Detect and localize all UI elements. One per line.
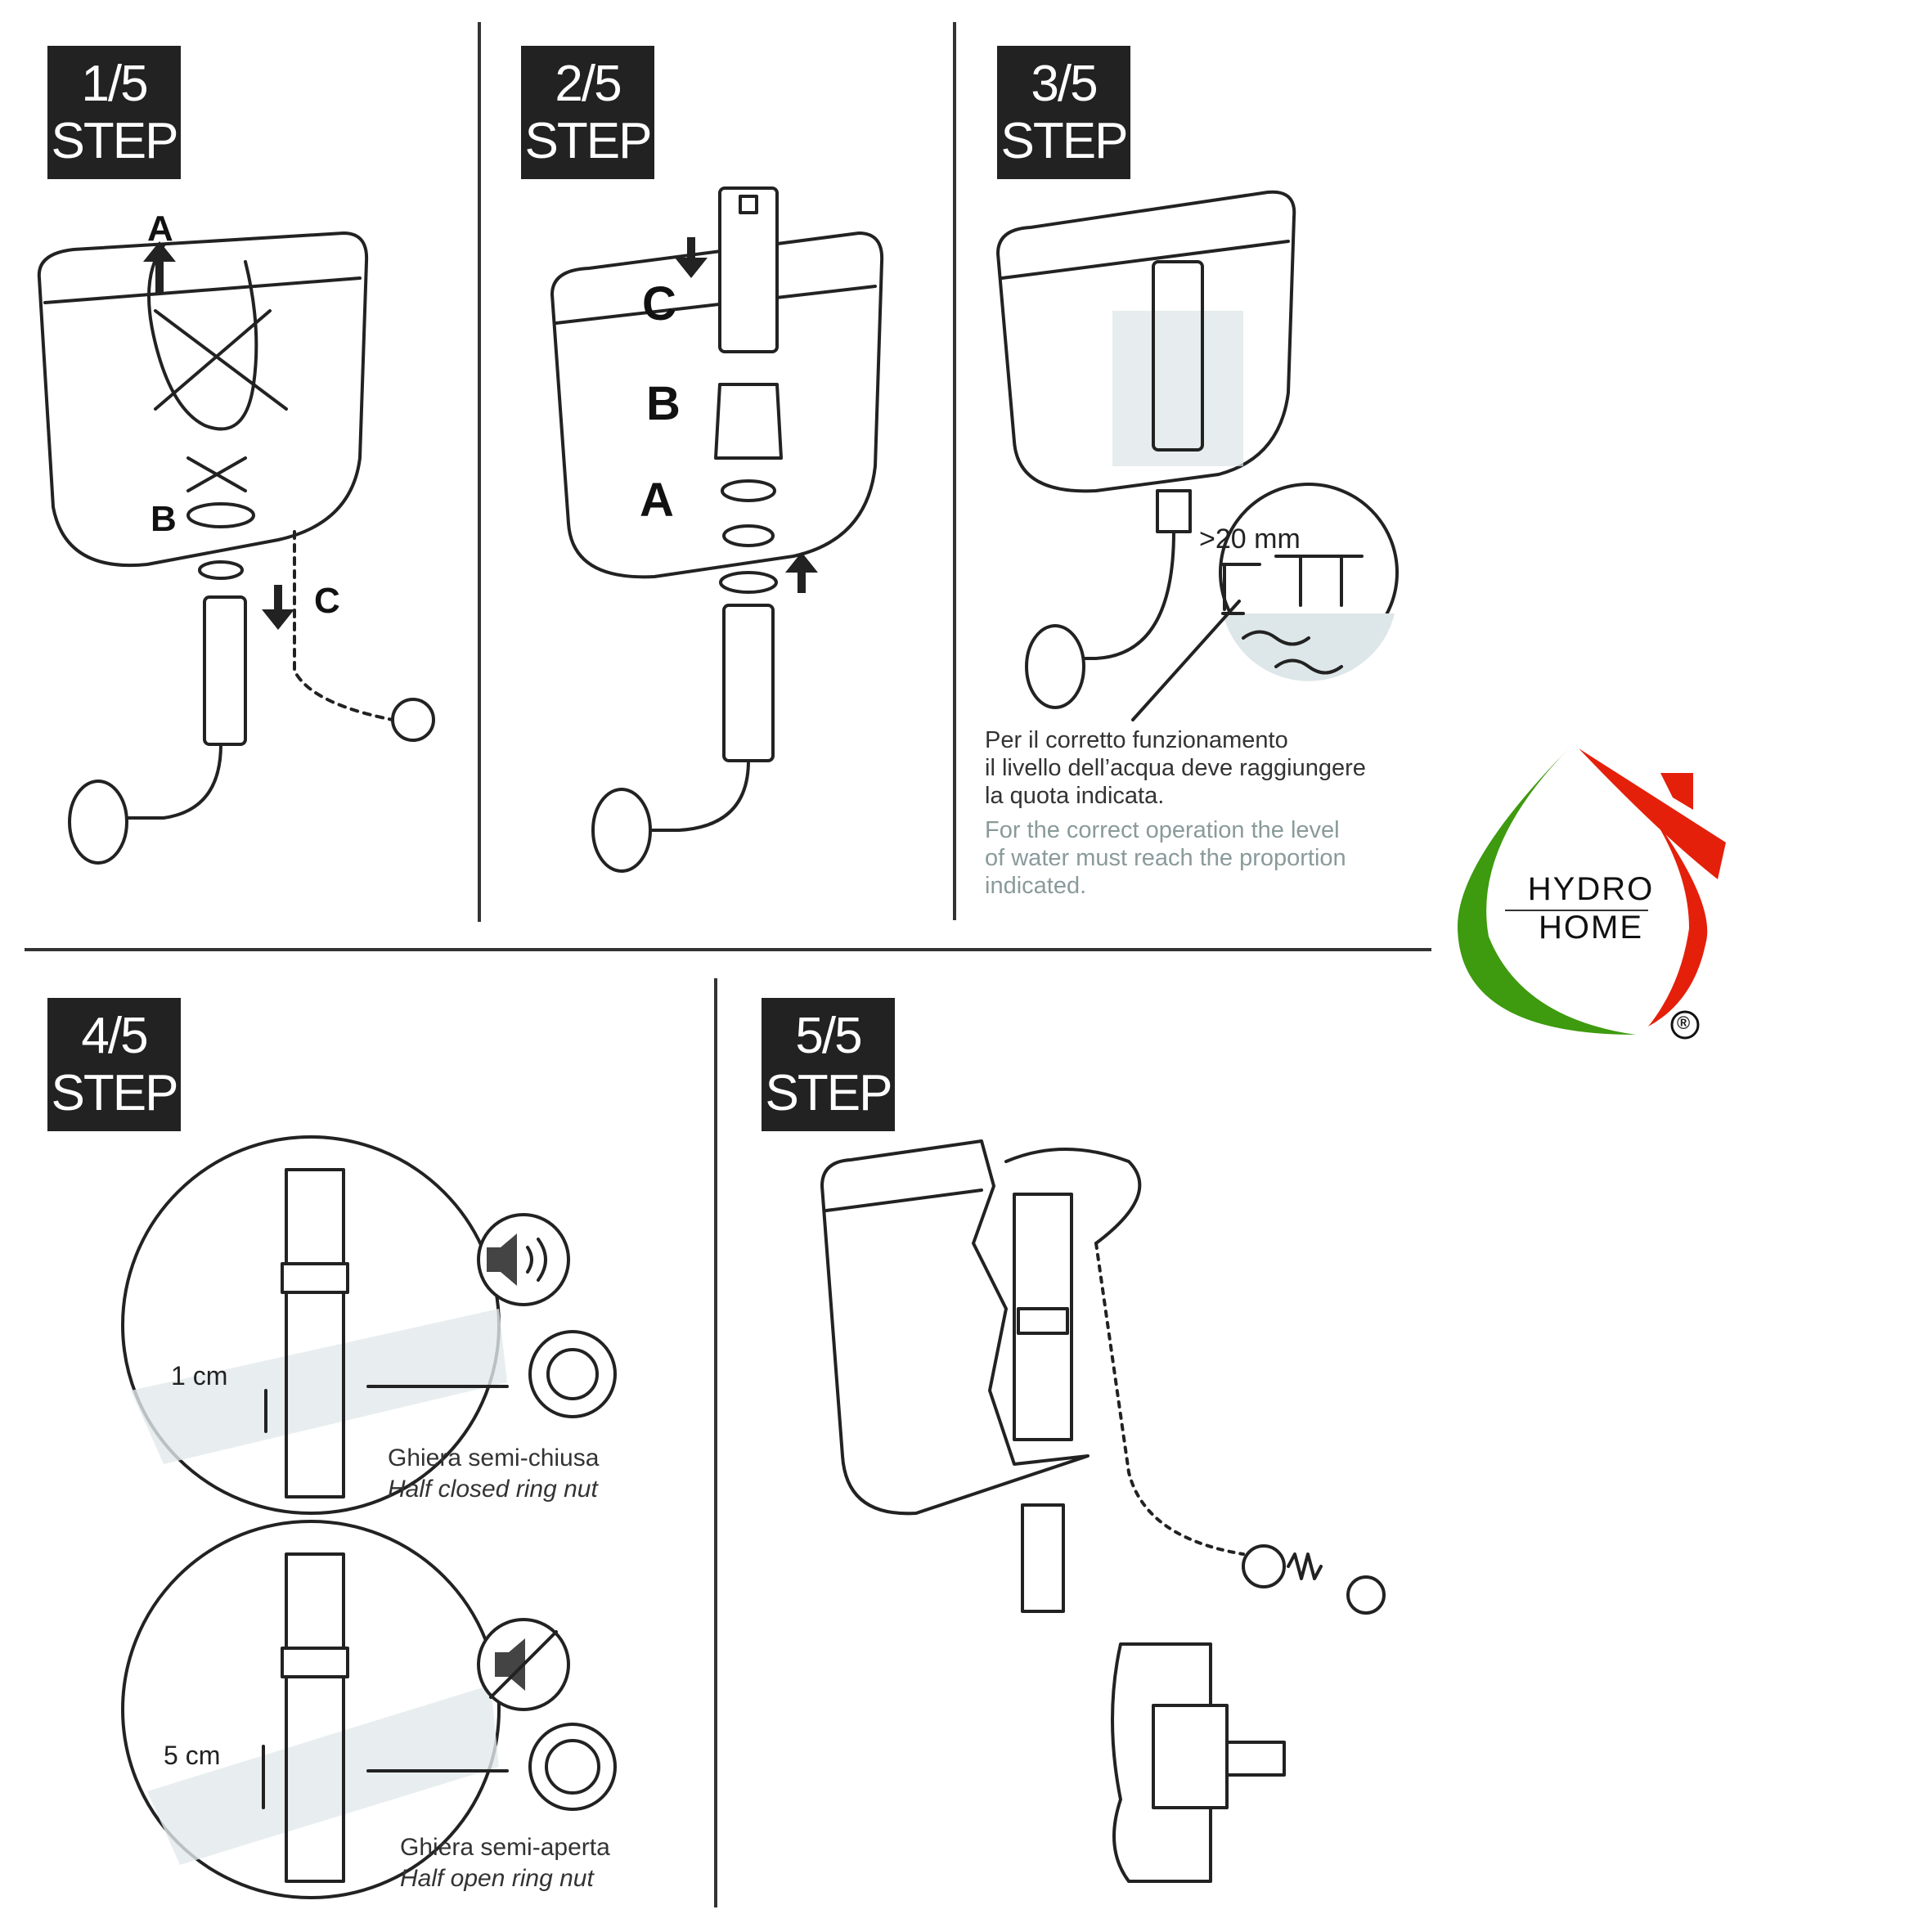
ring-measure-5cm: 5 cm [164,1741,221,1770]
water-level-measure: >20 mm [1199,523,1301,555]
step-word: STEP [51,112,179,169]
note-line: indicated. [985,873,1087,899]
part-label-b: B [151,499,177,539]
part-label-a: A [640,474,674,527]
part-label-a: A [147,209,173,249]
step5-cistern-illustration [820,1139,1386,1883]
part-label-c: C [314,581,340,621]
step3-cistern-illustration [996,190,1399,721]
divider [25,948,1431,951]
divider [953,22,956,920]
ring-measure-1cm: 1 cm [171,1361,228,1391]
note-line: il livello dell’acqua deve raggiungere [985,755,1366,781]
step-number: 4/5 [81,1007,148,1064]
step4-ring-nut-illustration [121,1135,617,1899]
step-word: STEP [765,1064,893,1121]
step-word: STEP [51,1064,179,1121]
divider [478,22,481,922]
step-number: 1/5 [81,55,148,112]
ring-label-italian: Ghiera semi-chiusa [388,1445,600,1471]
step2-cistern-illustration [550,186,884,873]
hydro-home-logo [1457,747,1726,1040]
instruction-italian: Per il corretto funzionamento il livello… [985,726,1366,810]
step-word: STEP [524,112,653,169]
step-number: 2/5 [555,55,622,112]
ring-label-english: Half closed ring nut [388,1476,598,1503]
ring-label-italian: Ghiera semi-aperta [400,1834,610,1861]
note-line: Per il corretto funzionamento [985,727,1288,753]
divider [714,978,717,1907]
note-line: la quota indicata. [985,783,1165,809]
step-number: 3/5 [1031,55,1098,112]
step-number: 5/5 [795,1007,862,1064]
registered-mark: ® [1677,1013,1691,1033]
step-word: STEP [1000,112,1129,169]
note-line: of water must reach the proportion [985,845,1346,871]
ring-label-half-closed: Ghiera semi-chiusa Half closed ring nut [388,1443,599,1505]
logo-text-home: HOME [1539,910,1643,946]
ring-label-half-open: Ghiera semi-aperta Half open ring nut [400,1832,610,1894]
part-label-c: C [642,277,676,330]
part-label-b: B [646,377,681,430]
logo-text-hydro: HYDRO [1527,871,1655,907]
ring-label-english: Half open ring nut [400,1865,594,1892]
step1-cistern-illustration [37,231,435,865]
instruction-english: For the correct operation the level of w… [985,816,1346,900]
note-line: For the correct operation the level [985,817,1340,843]
